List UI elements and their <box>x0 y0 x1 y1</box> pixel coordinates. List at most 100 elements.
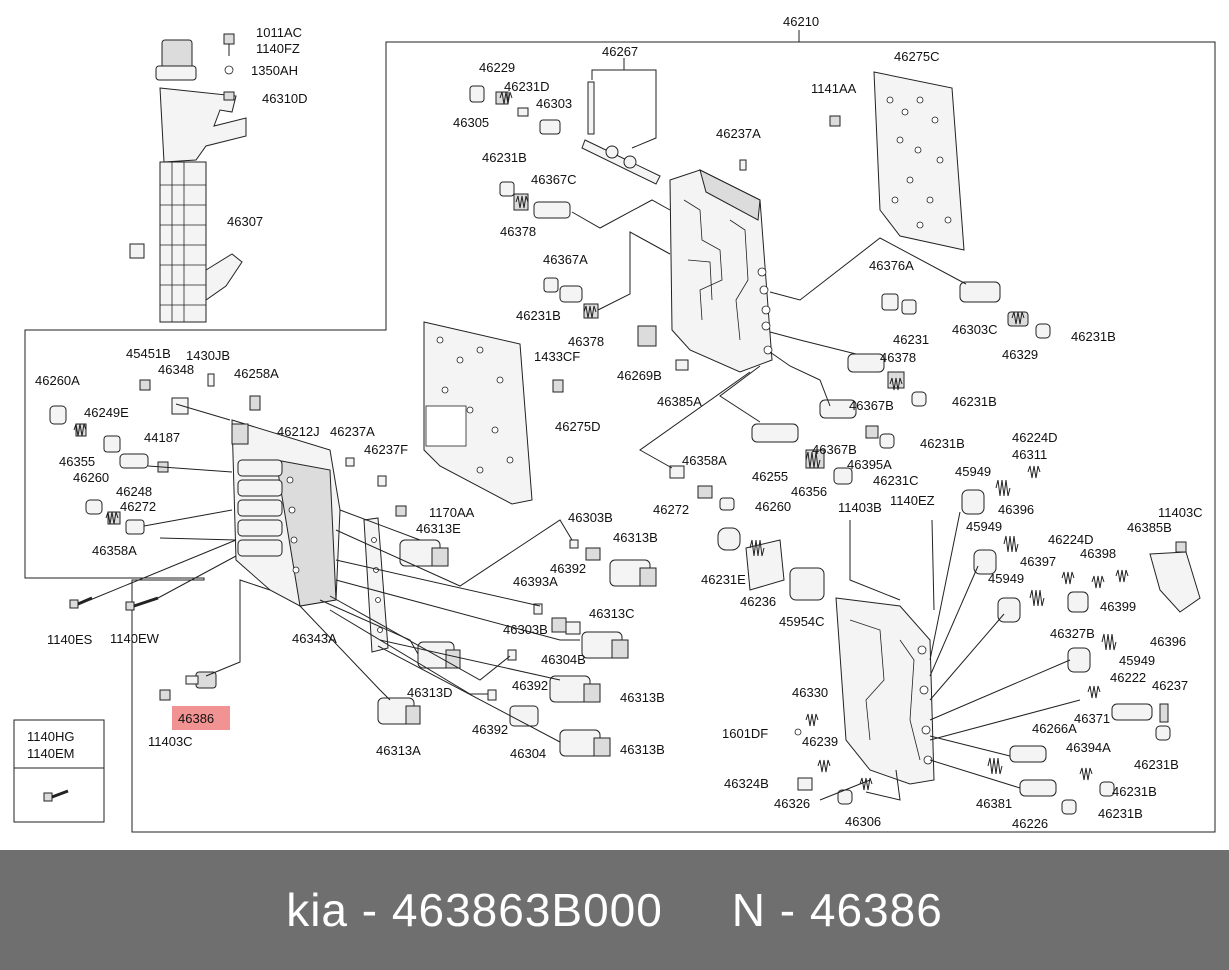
label-46275d: 46275D <box>555 419 601 434</box>
label-46304: 46304 <box>510 746 546 761</box>
assembly-frame <box>24 41 1216 833</box>
label-46237: 46237 <box>1152 678 1188 693</box>
label-46378-3: 46378 <box>880 350 916 365</box>
label-46255: 46255 <box>752 469 788 484</box>
separator-1: - <box>348 884 392 936</box>
label-46392-2: 46392 <box>512 678 548 693</box>
label-46358a-1: 46358A <box>92 543 137 558</box>
label-45451b: 45451B <box>126 346 171 361</box>
parts-diagram: 46210 1011AC 1140FZ 1350AH 46310D 46307 … <box>13 14 1216 833</box>
label-11403c-r: 11403C <box>1158 505 1203 520</box>
label-46324b: 46324B <box>724 776 769 791</box>
label-46385b: 46385B <box>1127 520 1172 535</box>
label-46229: 46229 <box>479 60 515 75</box>
wiring-harness-46307 <box>129 33 247 323</box>
label-45949-1: 45949 <box>955 464 991 479</box>
label-46367b-2: 46367B <box>812 442 857 457</box>
part-labels: 46210 1011AC 1140FZ 1350AH 46310D 46307 … <box>27 14 1203 831</box>
label-46376a: 46376A <box>869 258 914 273</box>
footer-bar: kia - 463863B000 N - 46386 <box>0 850 1229 970</box>
label-46313c: 46313C <box>589 606 635 621</box>
separator-plate-46275d <box>423 321 533 505</box>
label-45949-4: 45949 <box>1119 653 1155 668</box>
label-46224d-2: 46224D <box>1048 532 1094 547</box>
label-46378-2: 46378 <box>568 334 604 349</box>
label-46266a: 46266A <box>1032 721 1077 736</box>
label-46226: 46226 <box>1012 816 1048 831</box>
separator-plate-46275c <box>873 71 965 251</box>
valve-body-lower <box>835 597 935 785</box>
label-1140es: 1140ES <box>47 632 93 647</box>
label-46378-1: 46378 <box>500 224 536 239</box>
label-46327b: 46327B <box>1050 626 1095 641</box>
accumulator-parts <box>717 489 1201 815</box>
label-46249e: 46249E <box>84 405 129 420</box>
label-46304b: 46304B <box>541 652 586 667</box>
label-46310d: 46310D <box>262 91 308 106</box>
label-46381: 46381 <box>976 796 1012 811</box>
label-46386-highlighted: 46386 <box>178 711 214 726</box>
label-46326: 46326 <box>774 796 810 811</box>
label-46258a: 46258A <box>234 366 279 381</box>
label-46303: 46303 <box>536 96 572 111</box>
label-46367b-1: 46367B <box>849 398 894 413</box>
label-46313b-1: 46313B <box>613 530 658 545</box>
label-46396-2: 46396 <box>1150 634 1186 649</box>
exploded-view-svg: 46210 1011AC 1140FZ 1350AH 46310D 46307 … <box>13 14 1216 833</box>
label-45949-2: 45949 <box>966 519 1002 534</box>
label-46260-2: 46260 <box>755 499 791 514</box>
label-46330: 46330 <box>792 685 828 700</box>
label-46313d: 46313D <box>407 685 453 700</box>
spools-right <box>669 281 1051 511</box>
label-46303b-2: 46303B <box>503 622 548 637</box>
label-11403c-l: 11403C <box>148 734 193 749</box>
label-46231: 46231 <box>893 332 929 347</box>
label-1430jb: 1430JB <box>186 348 230 363</box>
small-parts-left <box>49 373 407 535</box>
label-46231d: 46231D <box>504 79 550 94</box>
label-46399: 46399 <box>1100 599 1136 614</box>
label-44187: 44187 <box>144 430 180 445</box>
label-46356: 46356 <box>791 484 827 499</box>
label-46272-2: 46272 <box>653 502 689 517</box>
label-46367a: 46367A <box>543 252 588 267</box>
label-45949-3: 45949 <box>988 571 1024 586</box>
label-46303c: 46303C <box>952 322 998 337</box>
label-11403b: 11403B <box>838 500 882 515</box>
legend-box <box>13 719 105 823</box>
label-46248: 46248 <box>116 484 152 499</box>
label-46267: 46267 <box>602 44 638 59</box>
label-46237a-mid: 46237A <box>330 424 375 439</box>
ref-prefix: N <box>731 884 766 936</box>
label-46392-3: 46392 <box>472 722 508 737</box>
label-46313e: 46313E <box>416 521 461 536</box>
label-46397: 46397 <box>1020 554 1056 569</box>
label-46224d-1: 46224D <box>1012 430 1058 445</box>
label-46239: 46239 <box>802 734 838 749</box>
label-1170aa: 1170AA <box>429 505 475 520</box>
label-1140fz: 1140FZ <box>256 41 300 56</box>
label-1140ez: 1140EZ <box>890 493 935 508</box>
label-46367c: 46367C <box>531 172 577 187</box>
label-46371: 46371 <box>1074 711 1110 726</box>
label-1141aa: 1141AA <box>811 81 857 96</box>
separator-2: - <box>765 884 810 936</box>
label-46306: 46306 <box>845 814 881 829</box>
label-46329: 46329 <box>1002 347 1038 362</box>
label-46355: 46355 <box>59 454 95 469</box>
label-46237a-top: 46237A <box>716 126 761 141</box>
valve-shaft-46267 <box>581 81 661 185</box>
label-46231b-6: 46231B <box>1134 757 1179 772</box>
valve-body-upper <box>669 169 773 373</box>
brand-name: kia <box>286 884 349 936</box>
assembly-label: 46210 <box>783 14 819 29</box>
label-46395a: 46395A <box>847 457 892 472</box>
legend-line-2: 1140EM <box>27 746 74 761</box>
solenoids <box>377 539 657 757</box>
bolt-icon <box>43 789 69 802</box>
label-46307: 46307 <box>227 214 263 229</box>
label-46313b-2: 46313B <box>620 690 665 705</box>
label-46231b-5: 46231B <box>920 436 965 451</box>
label-46260a: 46260A <box>35 373 80 388</box>
label-46275c: 46275C <box>894 49 940 64</box>
